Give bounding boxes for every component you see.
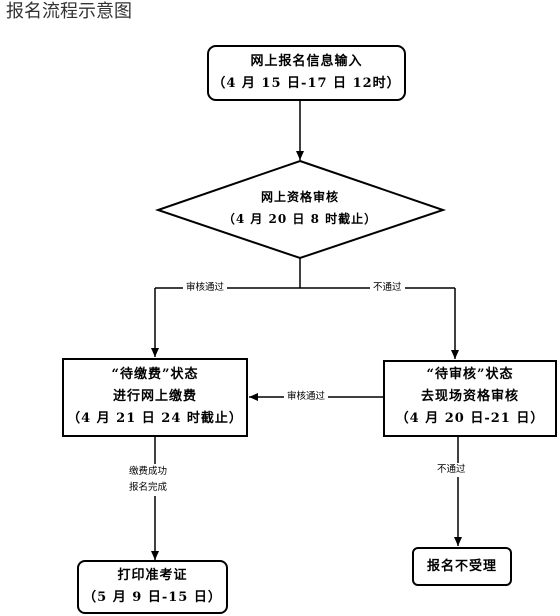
onsite-box bbox=[383, 360, 557, 437]
reject-node-line1: 报名不受理 bbox=[426, 559, 497, 574]
page-title: 报名流程示意图 bbox=[6, 1, 132, 22]
review-node-line1: 网上资格审核 bbox=[260, 190, 339, 204]
edge-label-review-pass: 审核通过 bbox=[183, 281, 228, 295]
edge-label-onsite-fail: 不通过 bbox=[434, 463, 469, 477]
start-node-line1: 网上报名信息输入 bbox=[250, 54, 363, 69]
onsite-node-text: “待审核”状态 去现场资格审核 （4 月 20 日-21 日） bbox=[384, 364, 556, 430]
edge-label-pay-done-line2: 报名完成 bbox=[129, 482, 168, 493]
start-node-line2: （4 月 15 日-17 日 12时） bbox=[212, 76, 401, 91]
print-box bbox=[77, 560, 228, 614]
pay-node-text: “待缴费”状态 进行网上缴费 （4 月 21 日 24 时截止） bbox=[63, 364, 247, 430]
onsite-node-line1: “待审核”状态 bbox=[426, 367, 514, 382]
edge-label-pay-done: 缴费成功 报名完成 bbox=[126, 464, 171, 496]
print-node-line2: （5 月 9 日-15 日） bbox=[83, 590, 222, 605]
edge-label-onsite-pass: 审核通过 bbox=[284, 390, 329, 404]
pay-node-line3: （4 月 21 日 24 时截止） bbox=[67, 411, 243, 426]
reject-box bbox=[412, 547, 512, 586]
edge-label-pay-done-line1: 缴费成功 bbox=[129, 466, 168, 477]
review-node-line2: （4 月 20 日 8 时截止） bbox=[222, 212, 378, 226]
pay-box bbox=[62, 358, 248, 437]
pay-node-line1: “待缴费”状态 bbox=[111, 367, 199, 382]
pay-node-line2: 进行网上缴费 bbox=[112, 389, 197, 404]
print-node-line1: 打印准考证 bbox=[117, 568, 188, 583]
edge-label-review-fail: 不通过 bbox=[370, 281, 405, 295]
review-node-text: 网上资格审核 （4 月 20 日 8 时截止） bbox=[200, 186, 400, 230]
print-node-text: 打印准考证 （5 月 9 日-15 日） bbox=[78, 565, 227, 609]
onsite-node-line2: 去现场资格审核 bbox=[420, 389, 519, 404]
start-node-text: 网上报名信息输入 （4 月 15 日-17 日 12时） bbox=[208, 51, 405, 95]
onsite-node-line3: （4 月 20 日-21 日） bbox=[395, 411, 545, 426]
reject-node-text: 报名不受理 bbox=[413, 556, 511, 578]
start-box bbox=[207, 45, 406, 101]
